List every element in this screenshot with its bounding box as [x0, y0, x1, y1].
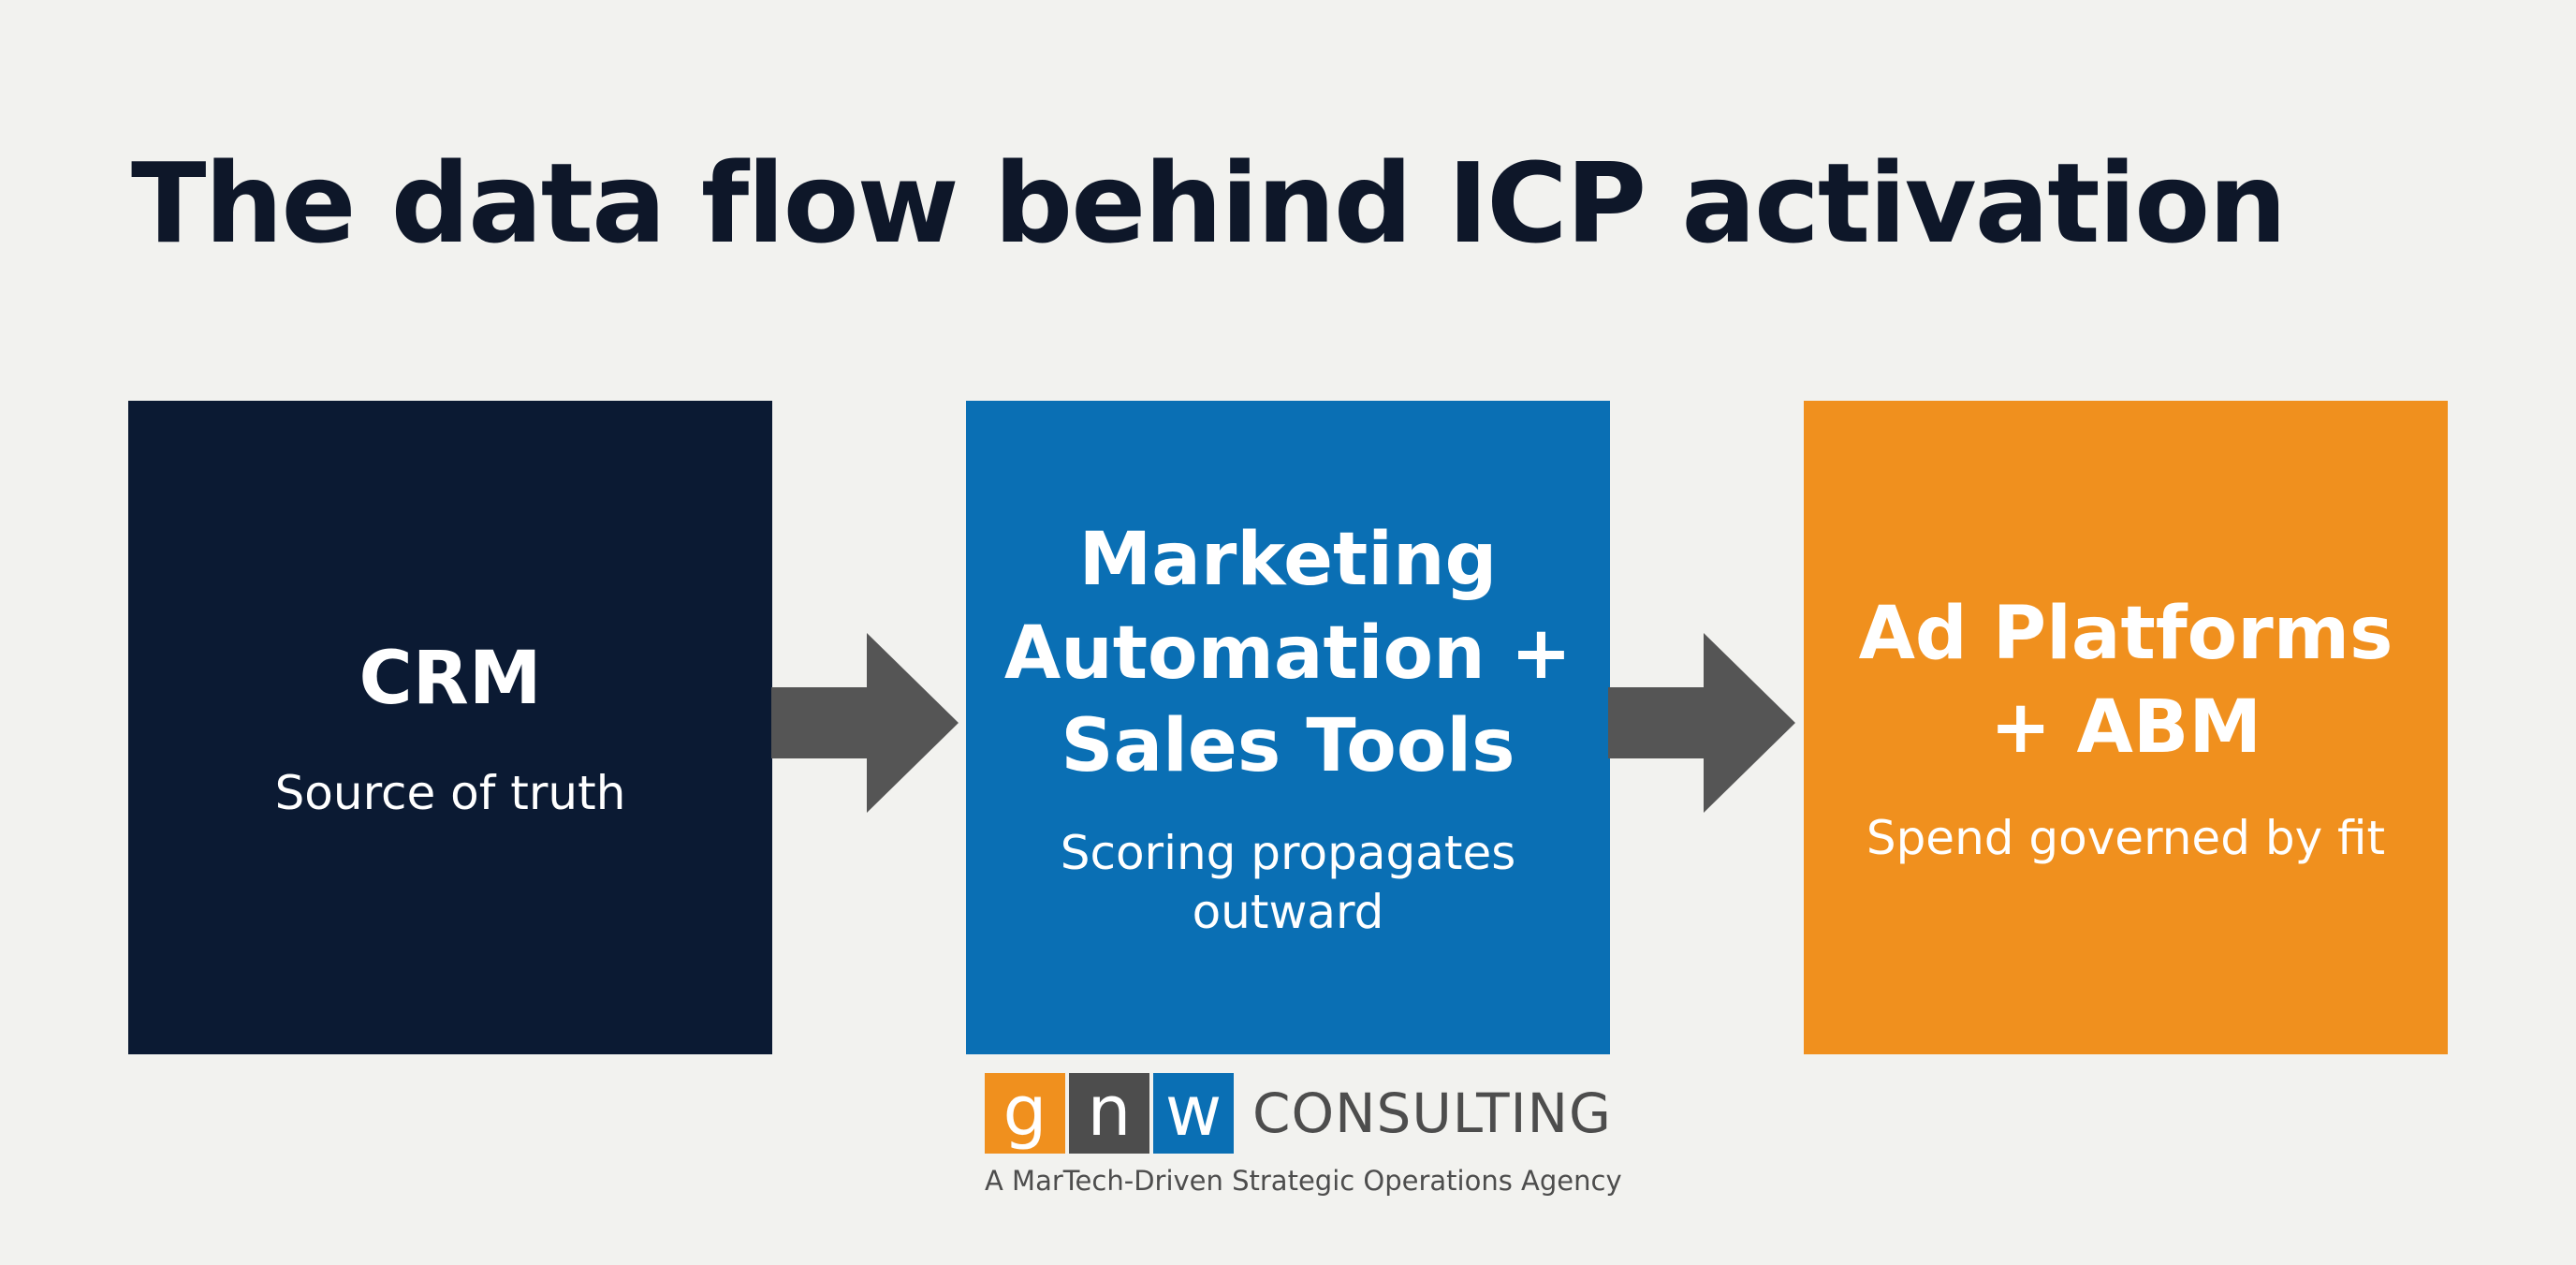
logo-letter-w: w — [1153, 1073, 1234, 1154]
step-ad-platforms-title: Ad Platforms + ABM — [1858, 591, 2393, 770]
step-marketing-automation-subtitle: Scoring propagates outward — [1060, 826, 1516, 939]
gnw-logo: g n w CONSULTING — [985, 1073, 1612, 1154]
step-crm-box: CRM Source of truth — [128, 401, 772, 1054]
step-crm-title: CRM — [359, 636, 542, 721]
flow-arrow-2-icon — [1608, 633, 1795, 813]
diagram-title: The data flow behind ICP activation — [131, 139, 2287, 268]
logo-tagline: A MarTech-Driven Strategic Operations Ag… — [985, 1165, 1622, 1197]
step-ad-platforms-subtitle: Spend governed by fit — [1866, 810, 2386, 865]
flow-arrow-1-icon — [771, 633, 959, 813]
logo-letter-g: g — [985, 1073, 1065, 1154]
step-ad-platforms-box: Ad Platforms + ABM Spend governed by fit — [1804, 401, 2448, 1054]
step-marketing-automation-box: Marketing Automation + Sales Tools Scori… — [966, 401, 1610, 1054]
logo-letter-n: n — [1069, 1073, 1149, 1154]
step-crm-subtitle: Source of truth — [274, 765, 626, 820]
logo-wordmark: CONSULTING — [1252, 1081, 1612, 1145]
step-marketing-automation-title: Marketing Automation + Sales Tools — [1003, 517, 1573, 789]
